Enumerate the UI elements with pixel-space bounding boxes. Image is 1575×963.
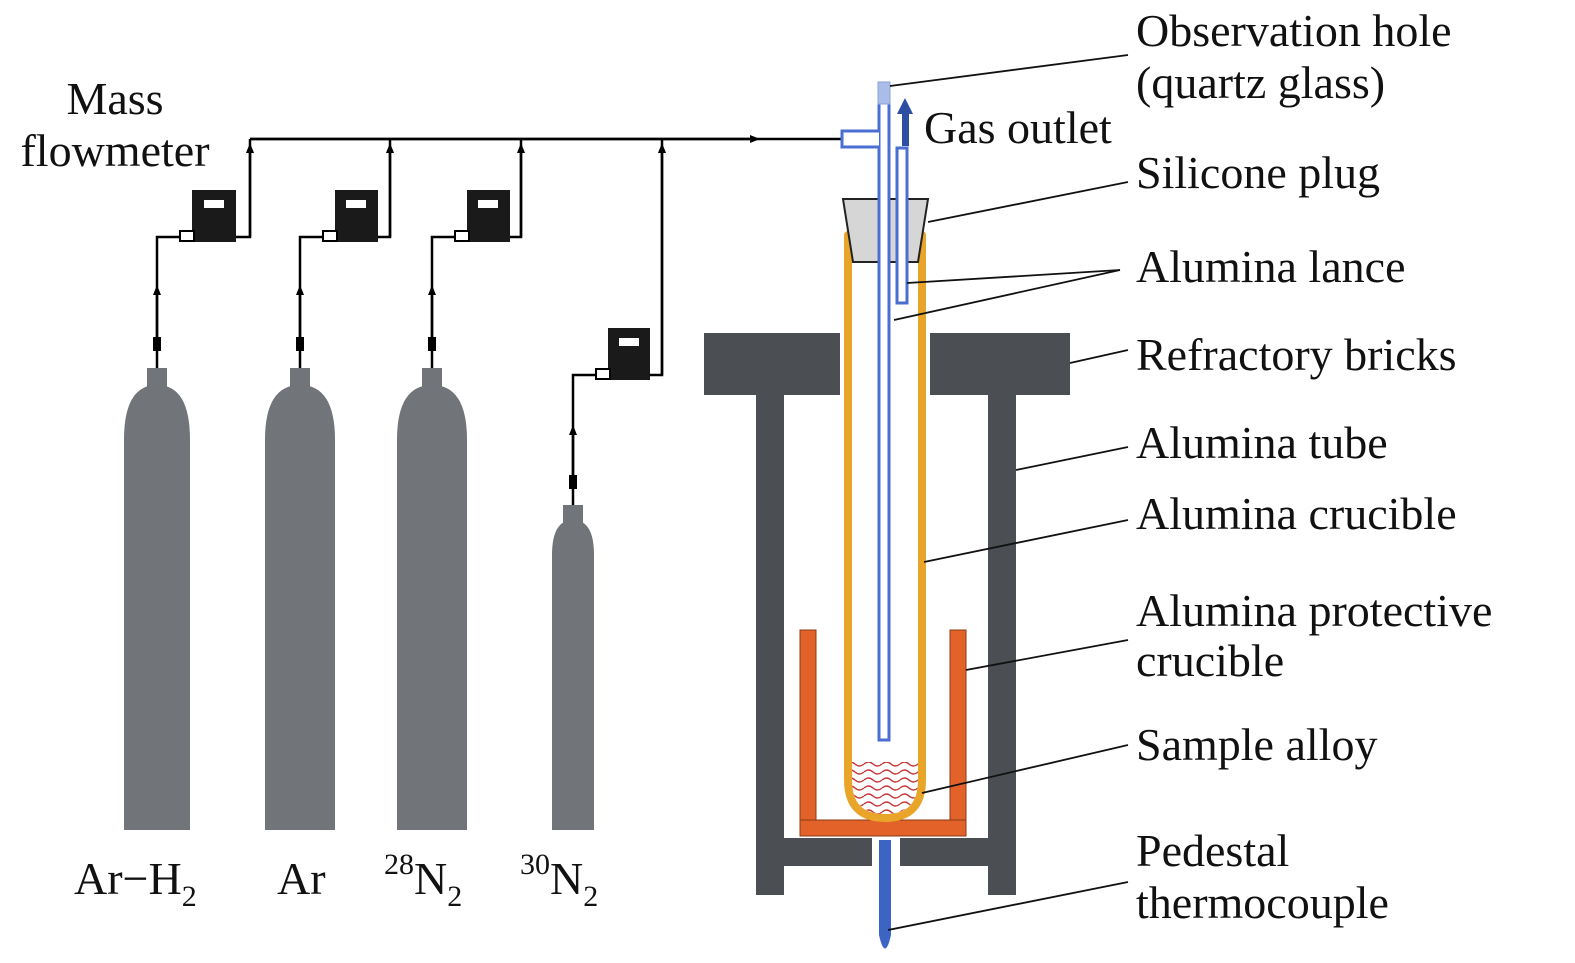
cylinder-body	[124, 385, 190, 830]
alumina-lance-outlet	[895, 146, 909, 305]
cylinder-valve	[290, 368, 310, 390]
mass-flowmeter-2	[322, 190, 378, 242]
label-mass-flowmeter-2: flowmeter	[20, 125, 209, 176]
cylinder-label-30n2: 30N2	[520, 848, 598, 913]
label-gas-outlet: Gas outlet	[924, 102, 1112, 153]
label-observation-hole-2: (quartz glass)	[1136, 57, 1385, 108]
top-brick-right	[930, 333, 1070, 395]
observation-hole	[877, 81, 891, 105]
cylinder-label-ar-h2: Ar−H2	[74, 853, 197, 913]
label-observation-hole-1: Observation hole	[1136, 5, 1452, 56]
mass-flowmeter-4	[595, 328, 650, 380]
top-brick-left	[704, 333, 840, 395]
cylinder-label-ar: Ar	[277, 853, 326, 904]
label-mass-flowmeter-1: Mass	[66, 73, 163, 124]
line-fittings	[153, 337, 577, 489]
label-refractory-bricks: Refractory bricks	[1136, 329, 1457, 380]
pedestal-left	[784, 838, 872, 866]
cylinder-body	[265, 385, 335, 830]
label-pedestal-thermocouple-2: thermocouple	[1136, 877, 1389, 928]
pedestal-right	[900, 838, 988, 866]
cylinder-body	[552, 520, 594, 830]
right-wall	[988, 395, 1016, 895]
label-alumina-protective-crucible-2: crucible	[1136, 635, 1284, 686]
cylinder-valve	[422, 368, 442, 390]
cylinder-label-28n2: 28N2	[384, 848, 462, 913]
cylinder-body	[397, 385, 467, 830]
sample-alloy	[852, 762, 918, 814]
gas-outlet-arrow	[897, 98, 913, 146]
alumina-lance-central	[877, 98, 891, 742]
mass-flowmeter-1	[179, 190, 236, 242]
label-alumina-crucible: Alumina crucible	[1136, 488, 1457, 539]
label-alumina-tube: Alumina tube	[1136, 417, 1388, 468]
alumina-protective-crucible	[799, 629, 967, 837]
label-alumina-protective-crucible-1: Alumina protective	[1136, 585, 1492, 636]
cylinder-28n2	[397, 368, 467, 830]
cylinder-valve	[147, 368, 167, 390]
cylinder-ar-h2	[124, 368, 190, 830]
pedestal-thermocouple	[879, 840, 891, 949]
mass-flowmeter-3	[454, 190, 510, 242]
cylinder-30n2	[552, 505, 594, 830]
lance-side-inlet	[840, 129, 879, 149]
leader-lines	[887, 54, 1129, 931]
left-wall	[756, 395, 784, 895]
label-pedestal-thermocouple-1: Pedestal	[1136, 825, 1289, 876]
cylinder-ar	[265, 368, 335, 830]
label-silicone-plug: Silicone plug	[1136, 147, 1380, 198]
label-sample-alloy: Sample alloy	[1136, 719, 1377, 770]
cylinder-valve	[563, 505, 583, 525]
label-alumina-lance: Alumina lance	[1136, 241, 1406, 292]
refractory-bricks	[704, 333, 1070, 895]
